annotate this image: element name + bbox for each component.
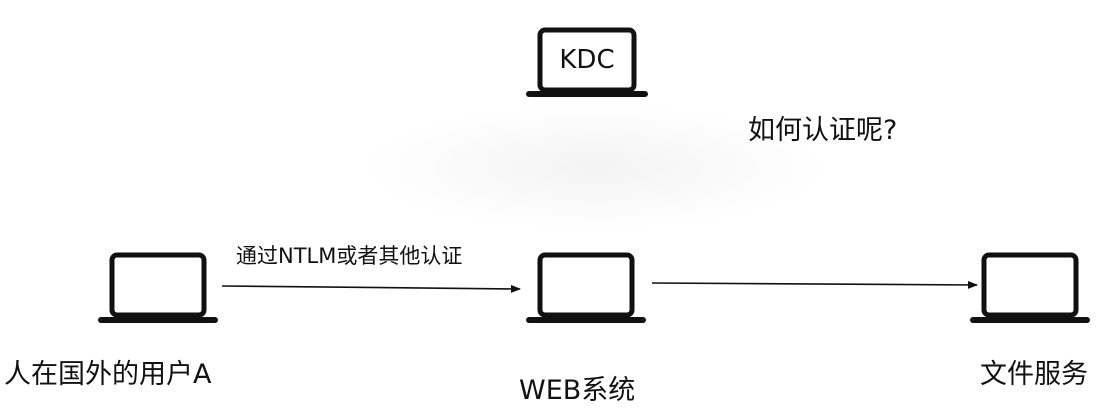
arrow-web-to-file [651,280,978,289]
edge-label-user-to-web: 通过NTLM或者其他认证 [236,244,463,268]
kdc-laptop-icon [526,27,648,97]
file-label: 文件服务 [980,359,1088,390]
user-laptop-icon [98,252,218,323]
web-label: WEB系统 [519,375,636,406]
question-text: 如何认证呢? [748,115,898,146]
file-laptop-icon [970,252,1090,323]
background-smudge [360,105,830,230]
kdc-label: KDC [559,45,615,75]
arrow-user-to-web [221,284,521,293]
web-laptop-icon [526,252,646,323]
user-label: 人在国外的用户A [4,359,212,390]
